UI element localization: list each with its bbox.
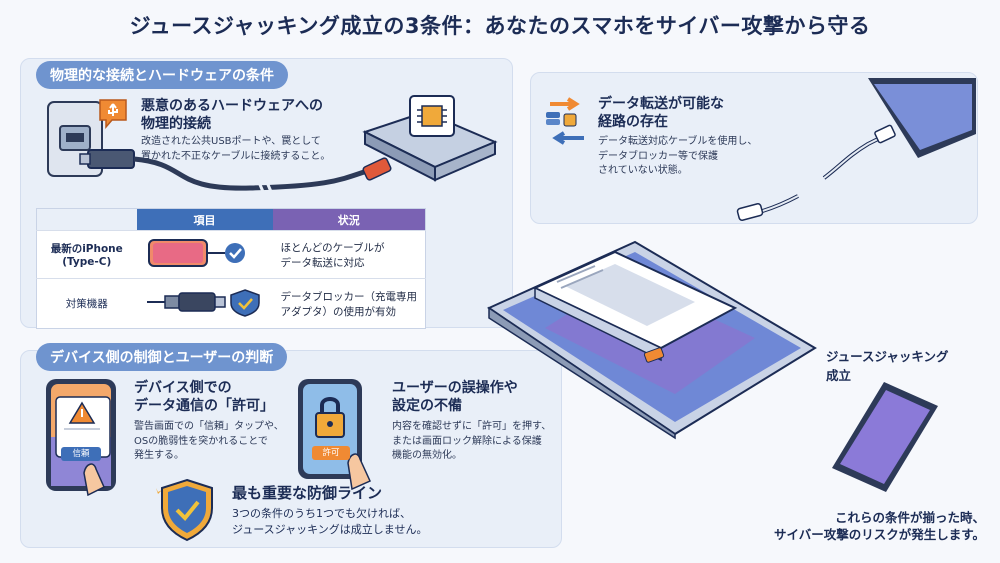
table-row: 対策機器 データブロッカー（充電専用 アダプタ）の使用が有効 (36, 278, 426, 329)
row-label-iphone: 最新のiPhone (Type-C) (36, 230, 137, 279)
table-row: 最新のiPhone (Type-C) ほとんどのケーブルが データ転送に対応 (36, 230, 426, 279)
unlock-phone-illustration (298, 379, 371, 491)
comparison-table: 項目 状況 最新のiPhone (Type-C) ほとんどのケーブルが データ転… (36, 208, 426, 329)
malicious-charger-illustration (362, 95, 498, 182)
data-transfer-icon (546, 97, 584, 145)
cable-illustration (79, 149, 392, 195)
result-label: ジュースジャッキング 成立 (826, 349, 949, 383)
phone-illustration (832, 382, 938, 492)
column-header-status: 状況 (272, 208, 426, 231)
section-label-device: デバイス側の制御とユーザーの判断 (36, 343, 288, 371)
section1-description: 改造された公共USBポートや、罠として 置かれた不正なケーブルに接続すること。 (141, 136, 331, 162)
allow-button-graphic: 許可 (312, 446, 350, 460)
usb-alert-icon (99, 99, 127, 130)
section3b-description: 内容を確認せずに「許可」を押す、 または画面ロック解除による保護 機能の無効化。 (392, 421, 552, 461)
shield-check-icon (156, 478, 213, 542)
section2-heading: データ転送が可能な 経路の存在 (598, 96, 724, 130)
defense-line-description: 3つの条件のうち1つでも欠ければ、 ジュースジャッキングは成立しません。 (232, 507, 428, 536)
trust-button-graphic: 信頼 (61, 447, 101, 461)
iphone-cable-icon (136, 230, 273, 279)
trust-warning-phone-illustration (46, 379, 116, 497)
table-header-row: 項目 状況 (36, 208, 426, 231)
row-status-iphone: ほとんどのケーブルが データ転送に対応 (272, 230, 426, 279)
page-title: ジュースジャッキング成立の3条件：あなたのスマホをサイバー攻撃から守る (129, 14, 871, 38)
column-header-item: 項目 (136, 208, 273, 231)
conclusion-text: これらの条件が揃った時、 サイバー攻撃のリスクが発生します。 (773, 510, 985, 542)
row-status-countermeasure: データブロッカー（充電専用 アダプタ）の使用が有効 (272, 278, 426, 329)
section1-heading: 悪意のあるハードウェアへの 物理的接続 (141, 98, 323, 132)
data-blocker-icon (136, 278, 273, 329)
section3b-heading: ユーザーの誤操作や 設定の不備 (392, 380, 518, 414)
compromised-device-illustration (486, 240, 817, 440)
section-label-physical: 物理的な接続とハードウェアの条件 (36, 61, 288, 89)
section2-description: データ転送対応ケーブルを使用し、 データブロッカー等で保護 されていない状態。 (598, 136, 758, 176)
row-label-countermeasure: 対策機器 (36, 278, 137, 329)
defense-line-heading: 最も重要な防御ライン (232, 484, 383, 502)
phone-with-cable-illustration (736, 78, 976, 221)
section3a-heading: デバイス側での データ通信の「許可」 (134, 380, 274, 414)
section3a-description: 警告画面での「信頼」タップや、 OSの脆弱性を突かれることで 発生する。 (134, 421, 284, 461)
